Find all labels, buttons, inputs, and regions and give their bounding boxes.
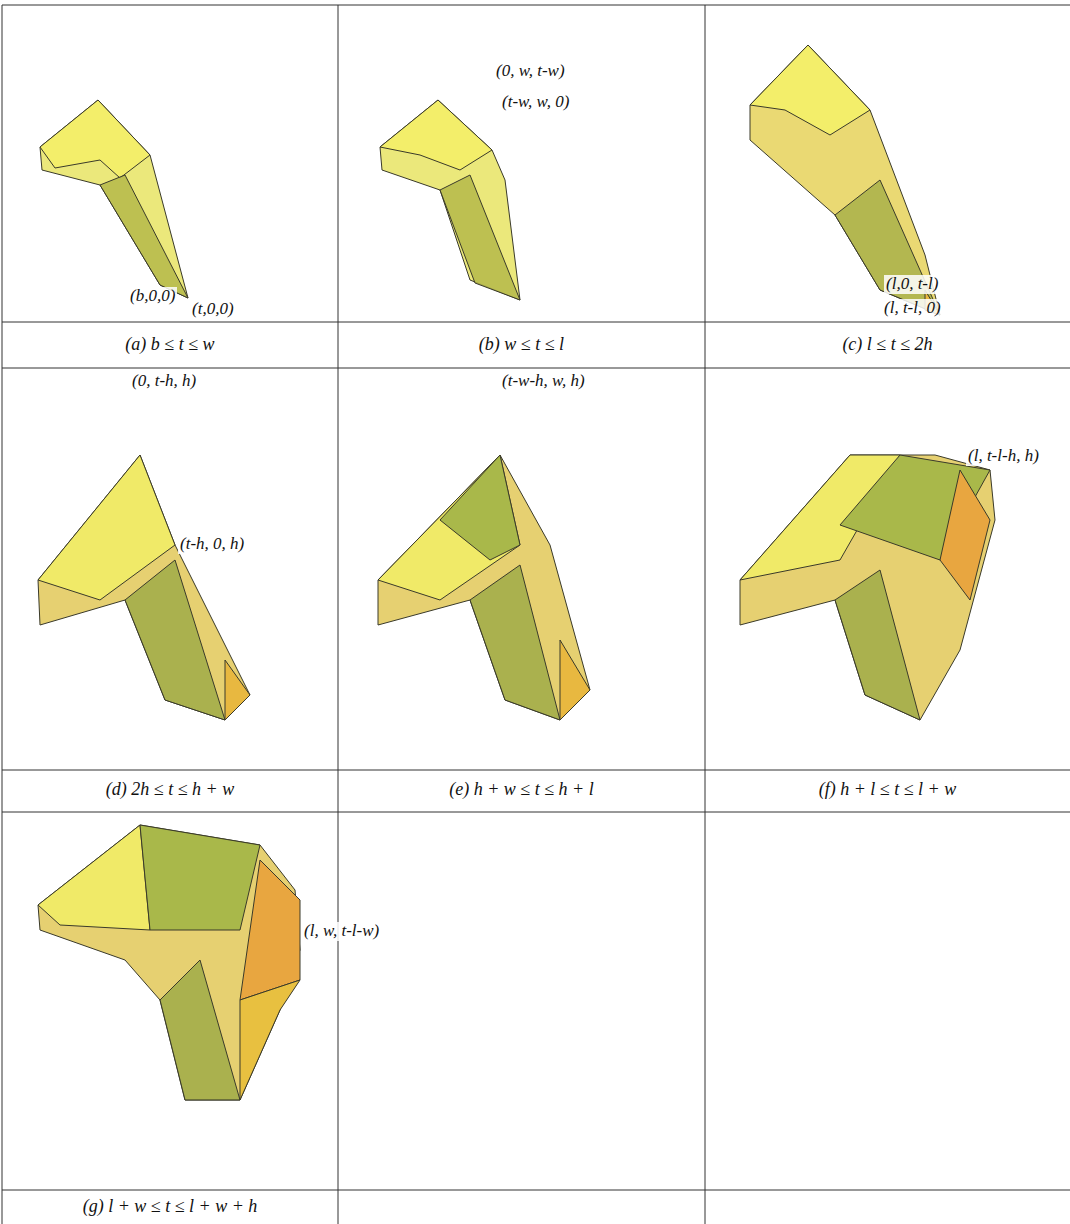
- polyhedra: [38, 45, 995, 1100]
- panel-caption: (d) 2h ≤ t ≤ h + w: [2, 780, 338, 800]
- coordinate-label: (l,0, t-l): [884, 275, 940, 294]
- panel-caption: (f) h + l ≤ t ≤ l + w: [705, 780, 1070, 800]
- panel-caption: (c) l ≤ t ≤ 2h: [705, 335, 1070, 355]
- grid-lines: [2, 5, 1070, 1224]
- panel-caption: (b) w ≤ t ≤ l: [338, 335, 705, 355]
- coordinate-label: (t-w, w, 0): [500, 93, 571, 112]
- coordinate-label: (t,0,0): [190, 300, 236, 319]
- coordinate-label: (l, w, t-l-w): [302, 922, 381, 941]
- coordinate-label: (t-h, 0, h): [178, 535, 246, 554]
- panel-caption: (e) h + w ≤ t ≤ h + l: [338, 780, 705, 800]
- panel-caption: (a) b ≤ t ≤ w: [2, 335, 338, 355]
- coordinate-label: (b,0,0): [128, 287, 177, 306]
- coordinate-label: (0, w, t-w): [494, 62, 567, 81]
- coordinate-label: (0, t-h, h): [130, 372, 198, 391]
- coordinate-label: (l, t-l-h, h): [966, 447, 1041, 466]
- coordinate-label: (l, t-l, 0): [882, 299, 943, 318]
- coordinate-label: (t-w-h, w, h): [500, 372, 587, 391]
- panel-caption: (g) l + w ≤ t ≤ l + w + h: [2, 1197, 338, 1217]
